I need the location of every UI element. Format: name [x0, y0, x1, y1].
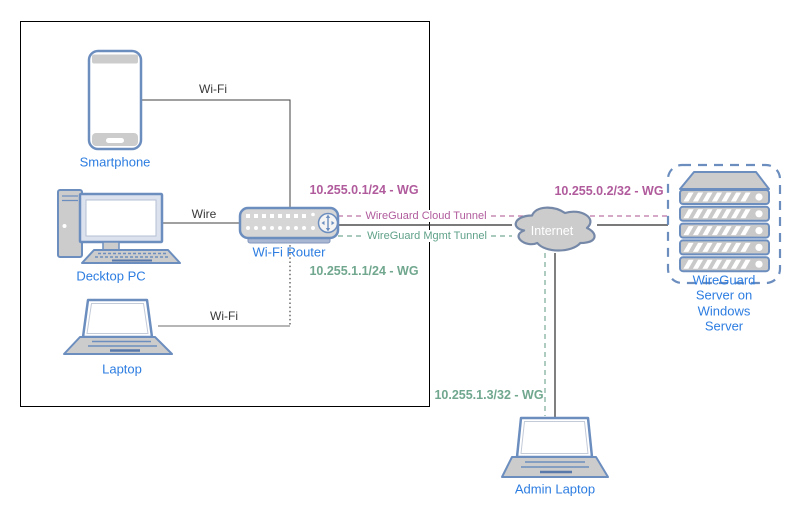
server-wg-ip-label: 10.255.0.2/32 - WG — [554, 184, 664, 198]
admin-laptop-icon — [501, 416, 609, 478]
desktop-pc-label: Decktop PC — [76, 268, 146, 284]
smartphone-icon — [87, 49, 143, 151]
router-cloud-wg-ip-label: 10.255.0.1/24 - WG — [309, 183, 419, 197]
wireguard-server-label: WireGuard Server on Windows Server — [692, 272, 756, 334]
wireguard-server-icon — [666, 163, 782, 285]
internet-cloud-icon — [514, 206, 596, 252]
laptop-wifi-label: Wi-Fi — [210, 309, 238, 323]
desktop-wire-label: Wire — [191, 207, 217, 221]
internet-label: Internet — [530, 224, 574, 238]
laptop-icon — [63, 298, 173, 355]
laptop-label: Laptop — [102, 361, 142, 377]
wifi-router-label: Wi-Fi Router — [252, 244, 326, 260]
smartphone-label: Smartphone — [79, 154, 151, 170]
router-mgmt-wg-ip-label: 10.255.1.1/24 - WG — [309, 264, 419, 278]
admin-laptop-label: Admin Laptop — [514, 481, 596, 497]
admin-laptop-wg-ip-label: 10.255.1.3/32 - WG — [434, 388, 544, 402]
wireguard-cloud-tunnel-label: WireGuard Cloud Tunnel — [363, 210, 489, 222]
smartphone-wifi-label: Wi-Fi — [199, 82, 227, 96]
desktop-pc-icon — [57, 189, 181, 264]
wifi-router-icon — [238, 206, 340, 244]
smartphone-wifi-line — [142, 99, 291, 207]
wireguard-mgmt-tunnel-label: WireGuard Mgmt Tunnel — [365, 230, 489, 242]
